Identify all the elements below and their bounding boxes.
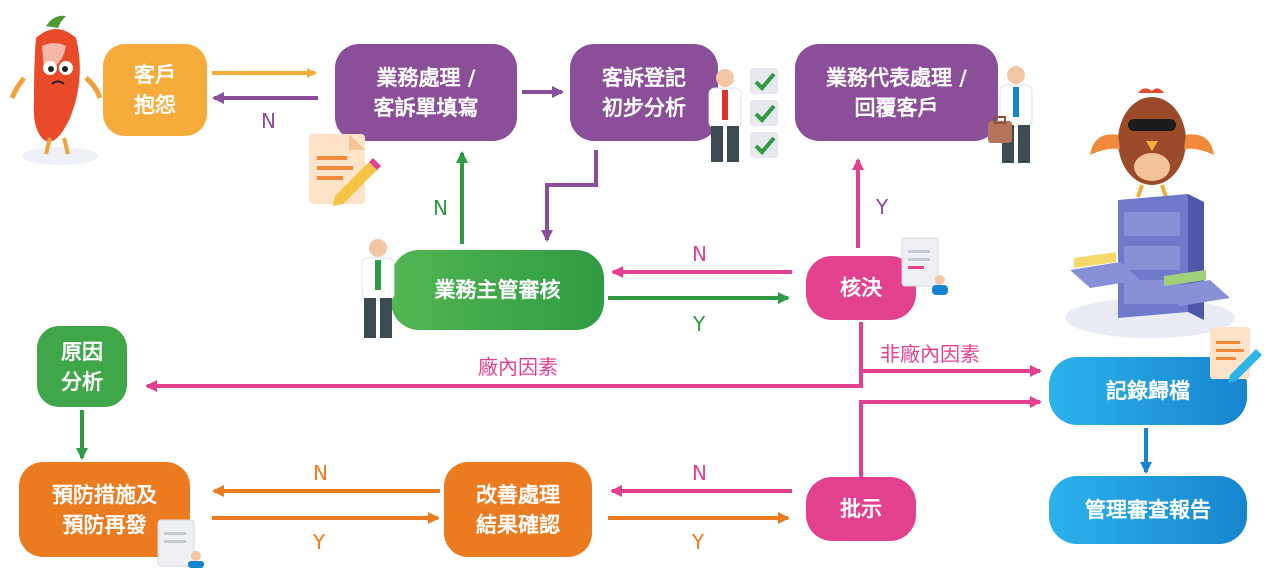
document-pencil-icon [1210,327,1262,383]
label-internal: 廠內因素 [478,355,558,379]
node-cause-analysis: 原因 分析 [37,326,127,407]
owl-mascot-icon [1090,88,1214,198]
node-customer-complaint: 客戶 抱怨 [103,44,207,136]
businessman-icon [708,69,742,162]
node-rep-handling: 業務代表處理 / 回覆客戶 [795,44,998,141]
businessman-briefcase-icon [988,66,1033,163]
label-y-supervisor: Y [693,312,706,336]
chili-mascot-icon [9,15,103,165]
node-supervisor-review: 業務主管審核 [391,250,604,330]
arrow-instruction-to-record [859,396,1042,480]
node-management-report: 管理審查報告 [1049,476,1247,544]
label-n-approval: N [692,242,707,266]
label-external: 非廠內因素 [880,342,980,366]
label-y-prevention: Y [313,530,326,554]
file-person-icon [901,237,948,295]
label-y-instruction: Y [692,530,705,554]
node-sales-handling: 業務處理 / 客訴單填寫 [335,44,517,141]
label-n-customer: N [261,109,276,133]
file-person-icon [157,519,204,568]
label-n-prevention: N [313,461,328,485]
checklist-icon [750,68,778,158]
label-n-supervisor: N [433,196,448,220]
businessman-icon [361,239,395,338]
label-n-instruction: N [692,461,707,485]
arrow-registration-to-supervisor [541,150,598,242]
document-pencil-icon [309,134,381,206]
node-improvement-confirm: 改善處理 結果確認 [444,462,592,557]
node-complaint-registration: 客訴登記 初步分析 [570,44,718,141]
filing-cabinet-icon [1065,194,1235,338]
label-y-approval: Y [876,195,889,219]
node-instruction: 批示 [806,477,916,541]
node-approval: 核決 [806,256,916,320]
